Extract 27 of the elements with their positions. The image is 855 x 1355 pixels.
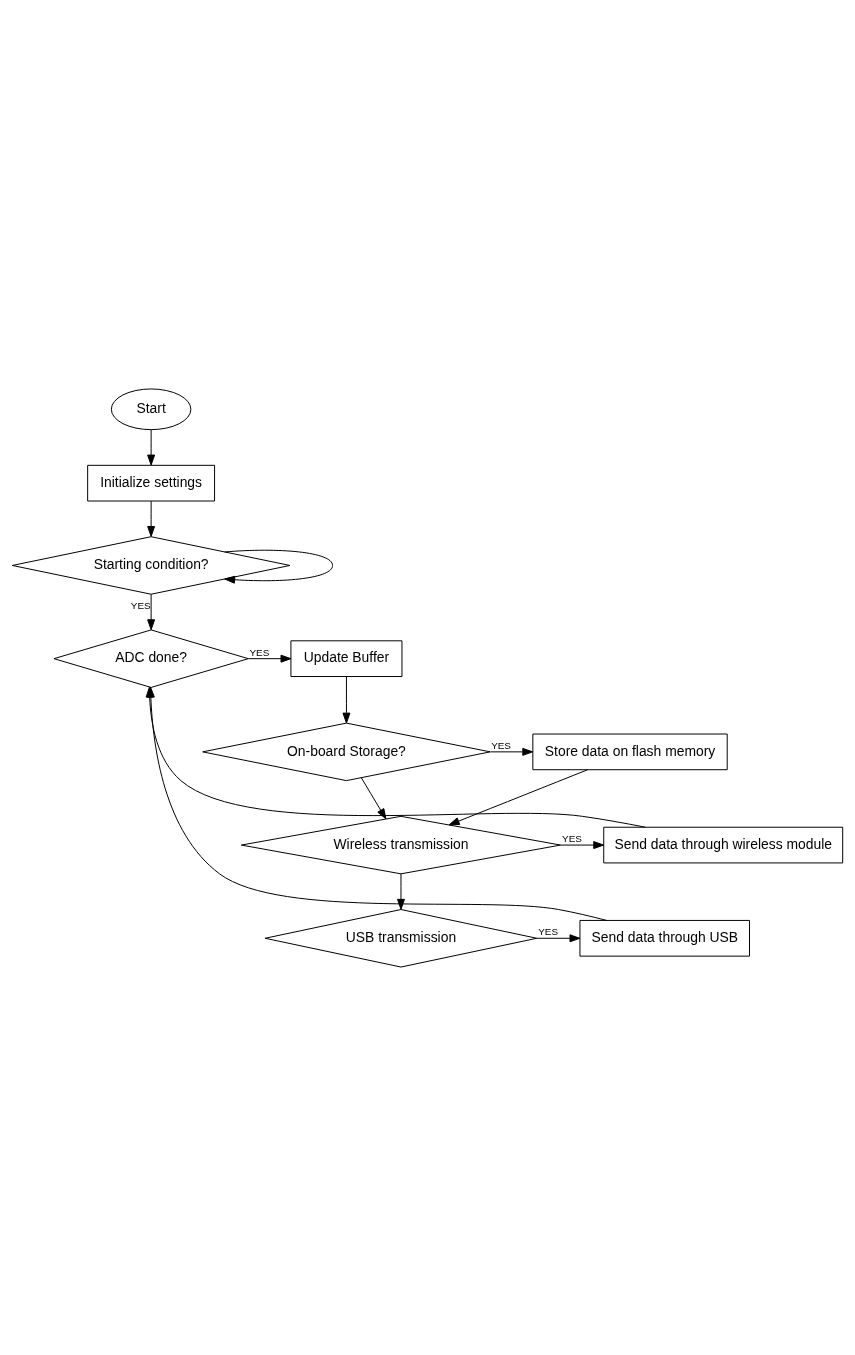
arrow	[489, 747, 534, 756]
node-diamond: On-board Storage?	[202, 722, 491, 781]
edge-label: YES	[562, 832, 582, 844]
node-diamond: USB transmission	[264, 908, 538, 968]
arrow	[342, 675, 351, 724]
node-box: Update Buffer	[290, 639, 403, 677]
edge-label: YES	[249, 646, 270, 658]
edge-label: YES	[130, 599, 151, 611]
node-ellipse: Start	[110, 387, 192, 430]
arrow	[147, 500, 156, 537]
arrow	[224, 549, 334, 584]
node-box: Initialize settings	[87, 464, 216, 501]
node-diamond: Starting condition?	[11, 535, 291, 595]
arrow	[147, 428, 156, 465]
node-box: Send data through USB	[579, 919, 750, 957]
arrow	[147, 593, 156, 630]
arrow	[560, 840, 605, 849]
arrow	[536, 933, 581, 942]
arrow	[397, 872, 405, 910]
node-box: Send data through wireless module	[603, 826, 844, 863]
arrow	[360, 776, 387, 819]
edge-label: YES	[538, 925, 559, 937]
node-box: Store data on flash memory	[532, 733, 728, 770]
edge-label: YES	[491, 739, 511, 751]
arrow	[448, 768, 588, 825]
arrow	[247, 654, 292, 663]
node-diamond: ADC done?	[53, 628, 249, 688]
